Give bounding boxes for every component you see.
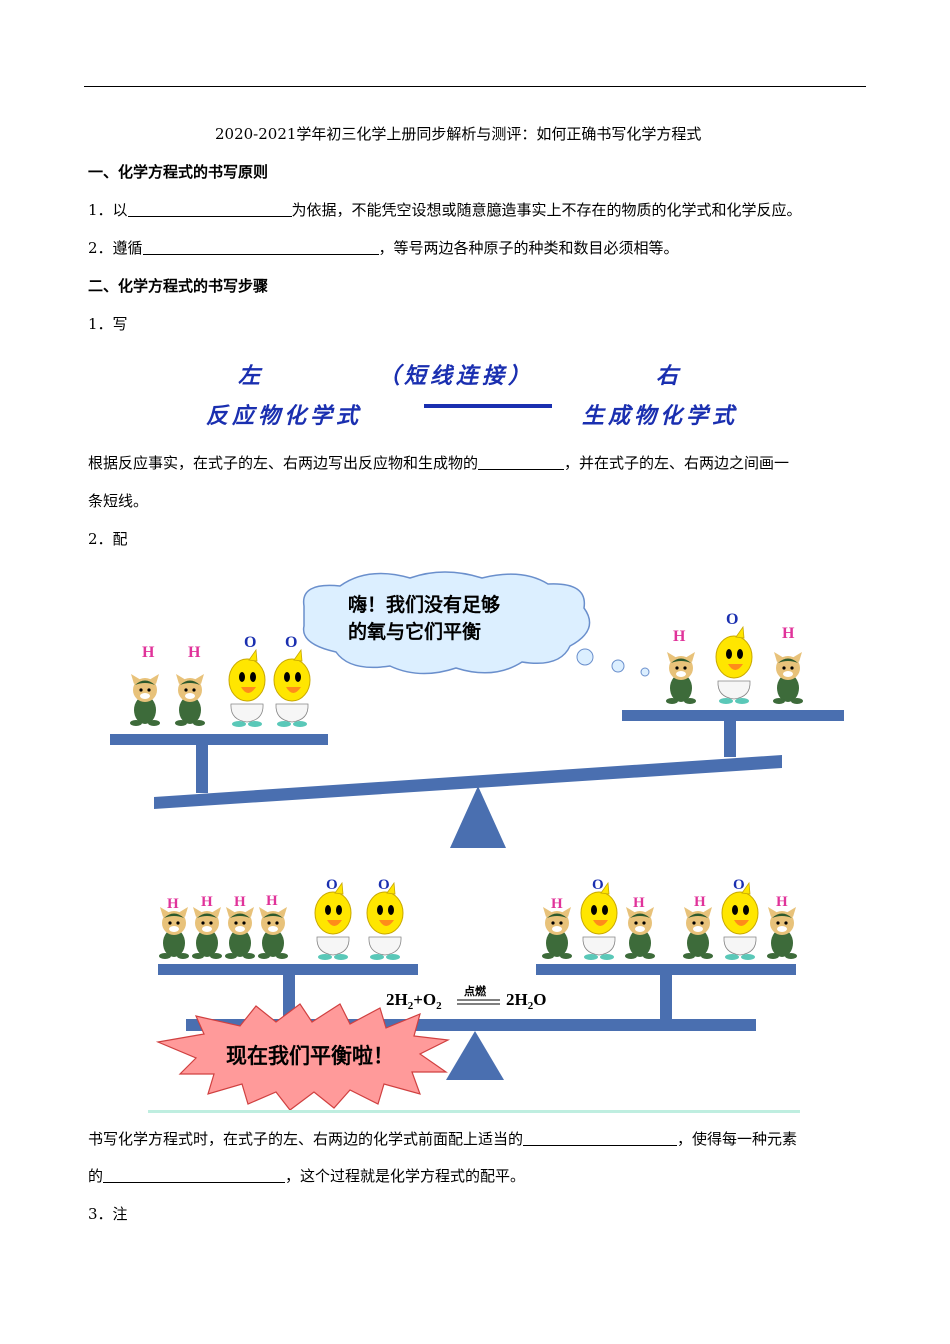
hydrogen-fox (192, 907, 222, 959)
celebration-burst (155, 1003, 451, 1111)
step-2-line-2-suffix: ，这个过程就是化学方程式的配平。 (285, 1167, 526, 1185)
left-pan-post (196, 745, 208, 793)
section-2-heading: 二、化学方程式的书写步骤 (88, 277, 269, 295)
o-label: O (378, 877, 390, 893)
section-1-heading: 一、化学方程式的书写原则 (88, 163, 269, 181)
hydrogen-fox (767, 907, 797, 959)
bubble-text-line-1: 嗨！我们没有足够 (348, 593, 500, 616)
hydrogen-fox (258, 907, 288, 959)
oxygen-bird (366, 882, 404, 961)
figure-middle-label: （短线连接） (378, 364, 535, 389)
step-2-text-prefix: 书写化学方程式时，在式子的左、右两边的化学式前面配上适当的 (88, 1130, 524, 1148)
hydrogen-fox (666, 652, 696, 704)
right-pan-post (660, 975, 672, 1019)
oxygen-bird (273, 649, 311, 728)
figure-right-label: 右 (656, 364, 683, 389)
fulcrum (450, 786, 506, 848)
figure-baseline (148, 1110, 800, 1113)
upper-balance: 嗨！我们没有足够 的氧与它们平衡 H H O O H O H (110, 571, 844, 848)
hydrogen-fox (773, 652, 803, 704)
h-label: H (201, 894, 213, 910)
header-rule (84, 86, 866, 87)
oxygen-bird (228, 649, 266, 728)
hydrogen-fox (130, 674, 160, 726)
fill-blank-4[interactable] (523, 1129, 678, 1146)
bubble-dot (611, 659, 625, 673)
figure-products-label: 生成物化学式 (582, 404, 739, 429)
step-1-text-suffix: ，并在式子的左、右两边之间画一 (564, 454, 790, 472)
item-2-suffix: ，等号两边各种原子的种类和数目必须相等。 (378, 239, 679, 257)
left-pan (158, 964, 418, 975)
reaction-condition: 点燃 (464, 984, 487, 998)
oxygen-bird (715, 626, 753, 705)
step-3-label: 3．注 (88, 1205, 128, 1223)
figure-reactants-label: 反应物化学式 (206, 404, 363, 429)
h-label: H (188, 644, 201, 661)
fill-blank-3[interactable] (478, 453, 565, 470)
left-pan (110, 734, 328, 745)
bubble-text-line-2: 的氧与它们平衡 (348, 620, 481, 643)
item-1-prefix: 1．以 (88, 201, 128, 219)
h-label: H (142, 644, 155, 661)
principle-item-1: 1．以 为依据，不能凭空设想或随意臆造事实上不存在的物质的化学式和化学反应。 (88, 200, 802, 220)
fulcrum (446, 1031, 504, 1080)
principle-item-2: 2．遵循 ，等号两边各种原子的种类和数目必须相等。 (88, 238, 679, 258)
hydrogen-fox (683, 907, 713, 959)
hydrogen-fox (159, 907, 189, 959)
burst-text: 现在我们平衡啦！ (226, 1044, 394, 1068)
o-label: O (592, 877, 604, 893)
step-1-text-line-2: 条短线。 (88, 492, 149, 510)
h-label: H (782, 625, 795, 642)
bubble-dot (640, 667, 650, 677)
hydrogen-fox (542, 907, 572, 959)
figure-left-label: 左 (238, 364, 265, 389)
step-2-text-suffix: ，使得每一种元素 (677, 1130, 798, 1148)
chemical-equation: 2H2+O2 点燃 2H2O (386, 984, 546, 1012)
o-label: O (726, 611, 738, 628)
tilted-beam (154, 755, 782, 809)
fill-blank-1[interactable] (127, 200, 292, 217)
h-label: H (673, 628, 686, 645)
h-label: H (633, 895, 645, 911)
h-label: H (234, 894, 246, 910)
hydrogen-fox (175, 674, 205, 726)
step-2-text: 书写化学方程式时，在式子的左、右两边的化学式前面配上适当的 ，使得每一种元素 (88, 1129, 797, 1149)
fill-blank-5[interactable] (103, 1166, 286, 1183)
step-2-label: 2．配 (88, 530, 128, 548)
left-pan-post (283, 975, 295, 1019)
right-pan (536, 964, 796, 975)
oxygen-bird (314, 882, 352, 961)
h-label: H (266, 893, 278, 909)
right-pan (622, 710, 844, 721)
right-pan-post (724, 721, 736, 757)
h-label: H (694, 894, 706, 910)
bubble-dot (576, 648, 594, 666)
o-label: O (244, 634, 256, 651)
fill-blank-2[interactable] (142, 238, 379, 255)
step-2-line-2-prefix: 的 (88, 1167, 104, 1185)
connecting-dash (424, 404, 552, 408)
step-1-label: 1．写 (88, 315, 128, 333)
page-title: 2020-2021学年初三化学上册同步解析与测评：如何正确书写化学方程式 (215, 125, 702, 143)
h-label: H (167, 896, 179, 912)
item-1-suffix: 为依据，不能凭空设想或随意臆造事实上不存在的物质的化学式和化学反应。 (291, 201, 802, 219)
equation-right: 2H2O (506, 990, 546, 1012)
h-label: H (776, 894, 788, 910)
equation-left: 2H2+O2 (386, 990, 442, 1012)
o-label: O (733, 877, 745, 893)
oxygen-bird (721, 882, 759, 961)
o-label: O (285, 634, 297, 651)
lower-balance: H H H H O O H O H H O H 2H2+O2 点燃 2H2O 现… (148, 877, 800, 1113)
step-1-text: 根据反应事实，在式子的左、右两边写出反应物和生成物的 ，并在式子的左、右两边之间画… (88, 453, 789, 473)
h-label: H (551, 896, 563, 912)
hydrogen-fox (625, 907, 655, 959)
step-2-text-line-2: 的 ，这个过程就是化学方程式的配平。 (88, 1166, 525, 1186)
item-2-prefix: 2．遵循 (88, 239, 143, 257)
hydrogen-fox (225, 907, 255, 959)
step-1-text-prefix: 根据反应事实，在式子的左、右两边写出反应物和生成物的 (88, 454, 479, 472)
o-label: O (326, 877, 338, 893)
speech-bubble (302, 571, 591, 675)
oxygen-bird (580, 882, 618, 961)
